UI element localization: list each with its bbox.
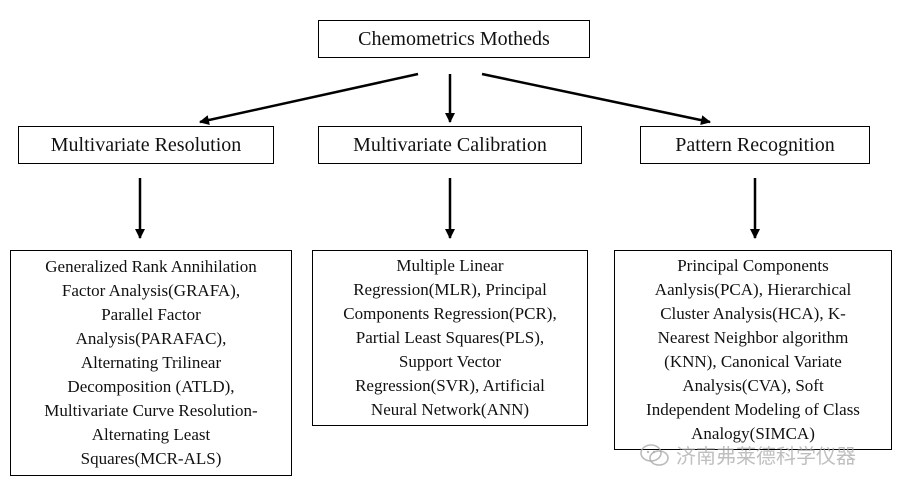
category-box-resolution: Multivariate Resolution <box>18 126 274 164</box>
category-label: Multivariate Resolution <box>50 133 242 156</box>
method-line: Analogy(SIMCA) <box>691 424 815 443</box>
watermark: 济南弗莱德科学仪器 <box>640 440 856 469</box>
method-line: Analysis(CVA), Soft <box>682 376 824 395</box>
watermark-text: 济南弗莱德科学仪器 <box>676 444 856 468</box>
method-line: Support Vector <box>398 352 502 371</box>
method-line: Multiple Linear <box>396 256 504 275</box>
title-label: Chemometrics Motheds <box>358 27 550 50</box>
method-line: Independent Modeling of Class <box>646 400 860 419</box>
methods-box-calibration: Multiple Linear Regression(MLR), Princip… <box>312 250 588 426</box>
method-line: Decomposition (ATLD), <box>67 377 235 396</box>
title-box: Chemometrics Motheds <box>318 20 590 58</box>
method-line: Squares(MCR-ALS) <box>80 449 222 468</box>
method-line: Components Regression(PCR), <box>343 304 557 323</box>
method-line: Multivariate Curve Resolution- <box>44 401 258 420</box>
arrow-title-to-recognition <box>481 72 711 126</box>
method-line: Parallel Factor <box>101 305 201 324</box>
method-line: Cluster Analysis(HCA), K- <box>660 304 846 323</box>
method-line: Alternating Least <box>91 425 211 444</box>
method-line: Factor Analysis(GRAFA), <box>61 281 241 300</box>
method-line: Aanlysis(PCA), Hierarchical <box>654 280 852 299</box>
category-label: Multivariate Calibration <box>353 133 547 156</box>
method-line: Nearest Neighbor algorithm <box>657 328 849 347</box>
method-line: Alternating Trilinear <box>80 353 222 372</box>
method-line: Analysis(PARAFAC), <box>75 329 227 348</box>
method-line: Partial Least Squares(PLS), <box>355 328 545 347</box>
methods-box-recognition: Principal Components Aanlysis(PCA), Hier… <box>614 250 892 450</box>
method-line: Neural Network(ANN) <box>370 400 530 419</box>
method-line: Principal Components <box>677 256 829 275</box>
methods-box-resolution: Generalized Rank Annihilation Factor Ana… <box>10 250 292 476</box>
arrow-title-to-resolution <box>199 72 419 125</box>
category-label: Pattern Recognition <box>675 133 835 156</box>
category-box-recognition: Pattern Recognition <box>640 126 870 164</box>
method-line: Generalized Rank Annihilation <box>45 257 257 276</box>
category-box-calibration: Multivariate Calibration <box>318 126 582 164</box>
method-line: (KNN), Canonical Variate <box>664 352 842 371</box>
method-line: Regression(MLR), Principal <box>353 280 547 299</box>
method-line: Regression(SVR), Artificial <box>355 376 545 395</box>
wechat-icon <box>640 443 669 466</box>
